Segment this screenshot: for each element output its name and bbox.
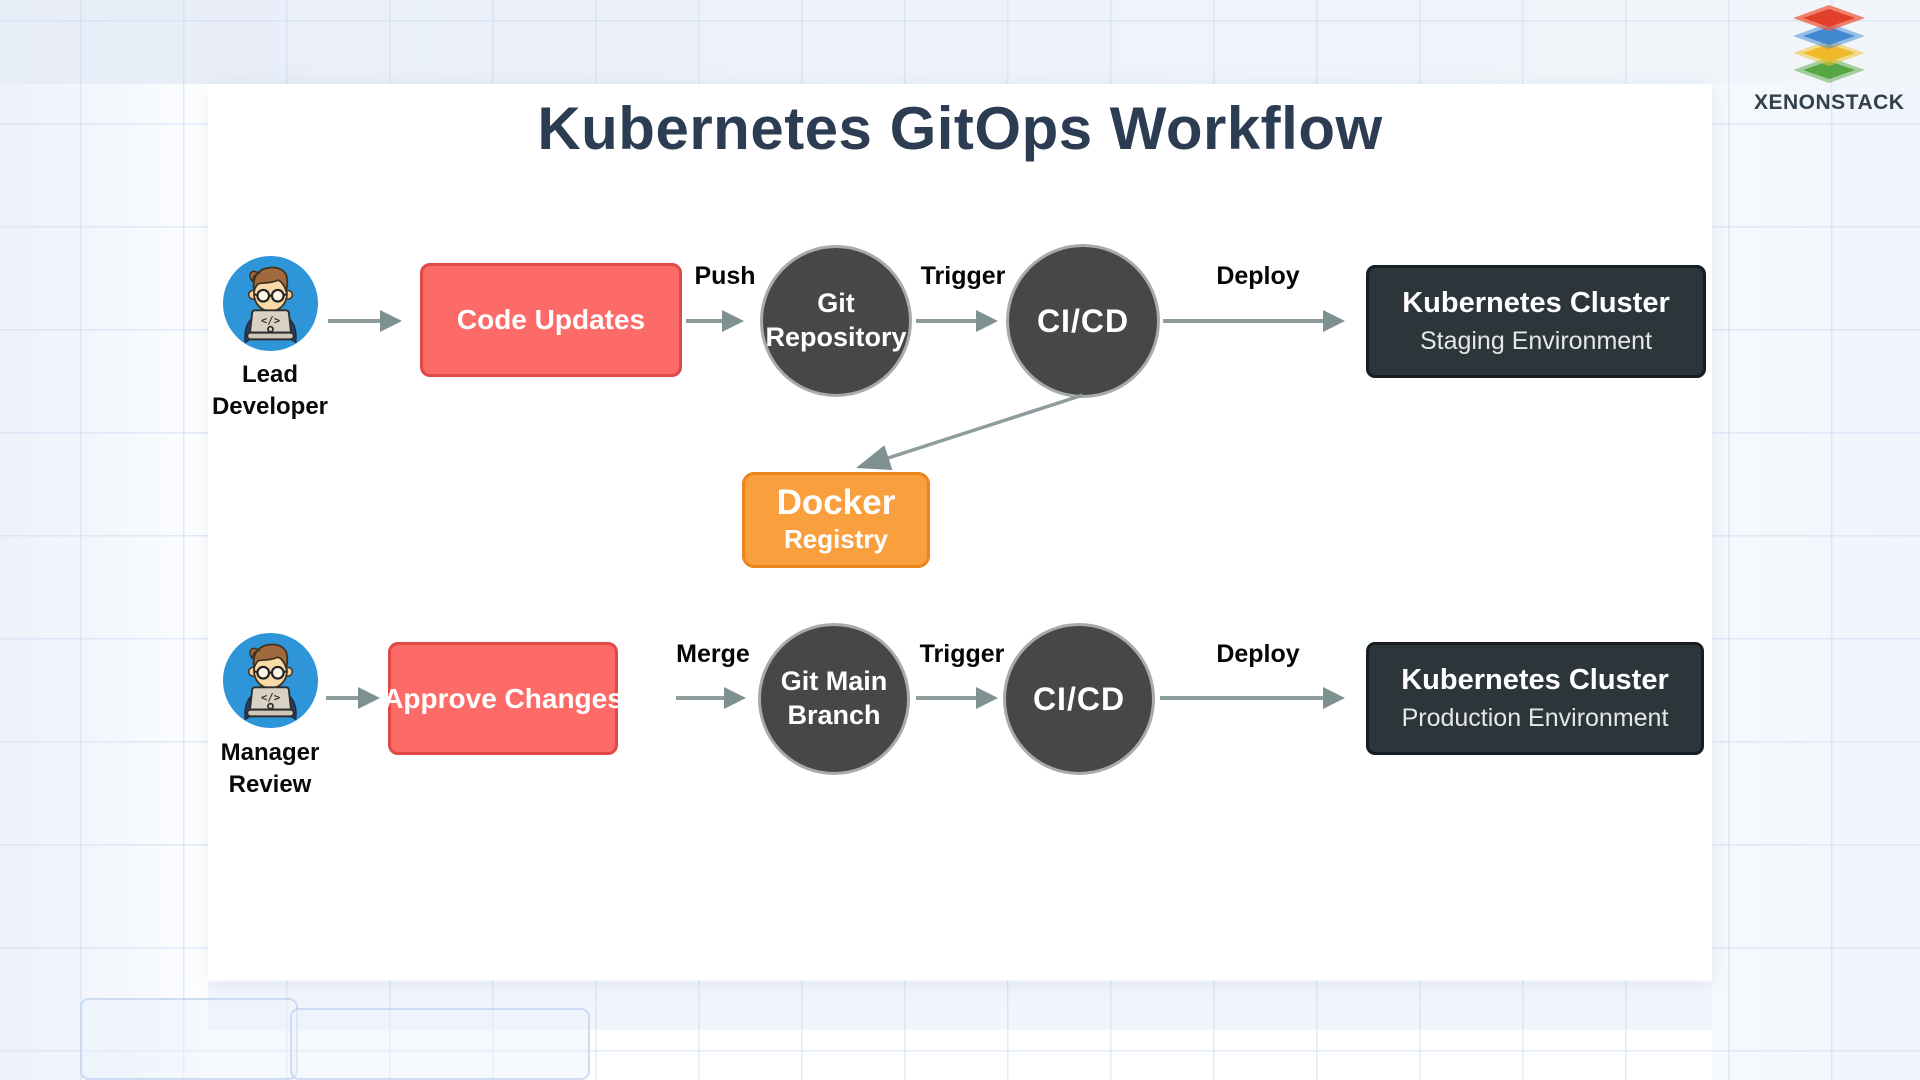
decorative-grid-cell xyxy=(80,998,298,1080)
developer-icon: </> xyxy=(222,255,319,352)
cicd-node-staging: CI/CD xyxy=(1006,244,1160,398)
arrow-developer-to-code-updates xyxy=(328,319,380,323)
git-repository-node: Git Repository xyxy=(760,245,912,397)
merge-edge-label: Merge xyxy=(676,640,750,668)
arrow-manager-to-approve-changes xyxy=(326,696,358,700)
git-main-branch-node: Git Main Branch xyxy=(758,623,910,775)
cicd-node-production: CI/CD xyxy=(1003,623,1155,775)
arrow-trigger-production xyxy=(916,696,976,700)
deploy-edge-label-production: Deploy xyxy=(1216,640,1300,668)
brand-logo: XENONSTACK xyxy=(1754,4,1904,115)
svg-text:</>: </> xyxy=(261,691,280,704)
brand-name: XENONSTACK xyxy=(1754,91,1905,114)
deploy-edge-label-staging: Deploy xyxy=(1216,262,1300,290)
push-edge-label: Push xyxy=(694,262,756,290)
arrow-trigger-staging xyxy=(916,319,976,323)
lead-developer-avatar: </> xyxy=(222,255,319,352)
layered-stack-icon xyxy=(1754,4,1904,85)
kubernetes-cluster-production-node: Kubernetes Cluster Production Environmen… xyxy=(1366,642,1704,755)
diagram-panel xyxy=(208,84,1712,980)
page-title: Kubernetes GitOps Workflow xyxy=(537,95,1383,162)
manager-review-label: Manager Review xyxy=(220,739,320,798)
trigger-edge-label-production: Trigger xyxy=(919,640,1005,668)
kubernetes-cluster-staging-node: Kubernetes Cluster Staging Environment xyxy=(1366,265,1706,378)
arrow-merge xyxy=(676,696,724,700)
approve-changes-node: Approve Changes xyxy=(383,642,623,755)
developer-icon: </> xyxy=(222,632,319,729)
arrow-deploy-production xyxy=(1160,696,1323,700)
trigger-edge-label-staging: Trigger xyxy=(920,262,1006,290)
svg-text:</>: </> xyxy=(261,314,280,327)
arrow-push xyxy=(686,319,722,323)
lead-developer-label: Lead Developer xyxy=(211,361,329,420)
code-updates-node: Code Updates xyxy=(420,263,682,377)
docker-registry-node: Docker Registry xyxy=(742,472,930,568)
arrow-cicd-to-docker-registry xyxy=(856,393,1084,470)
decorative-grid-cell xyxy=(290,1008,590,1080)
manager-review-avatar: </> xyxy=(222,632,319,729)
arrow-deploy-staging xyxy=(1163,319,1323,323)
